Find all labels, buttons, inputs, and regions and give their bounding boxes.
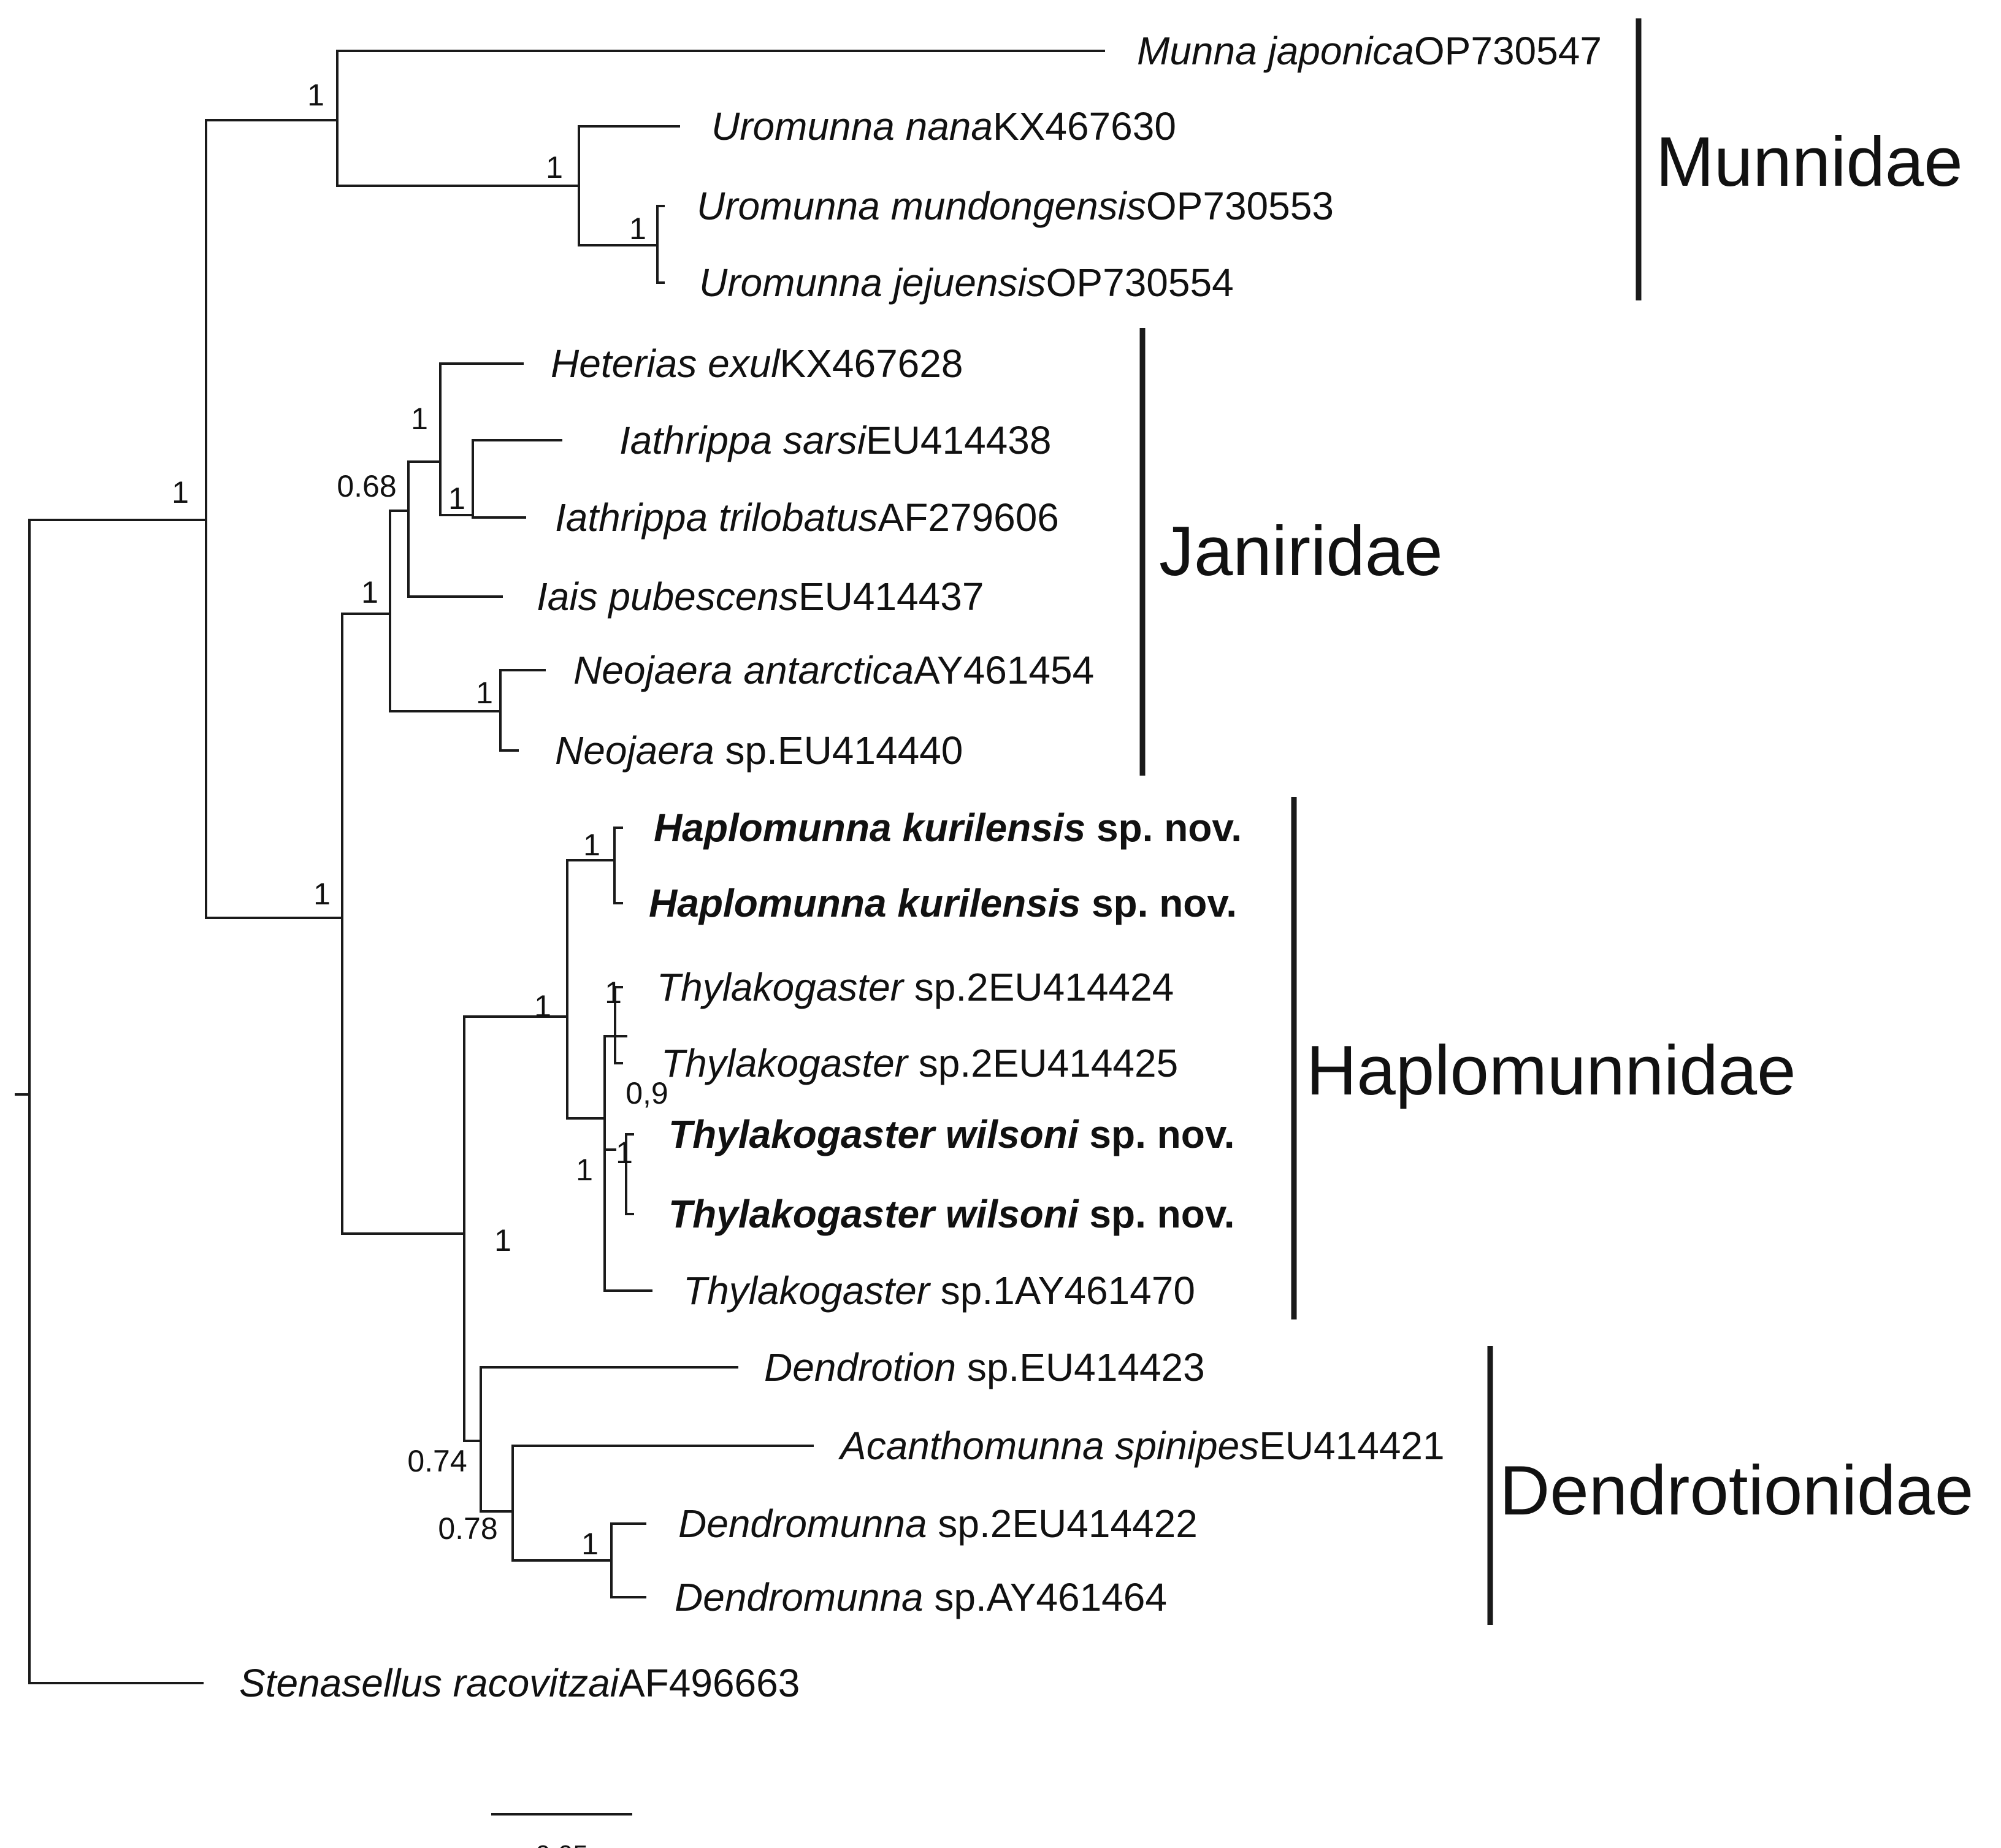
- taxon-species-name: Dendrotion: [764, 1345, 956, 1389]
- scale-bar: 0.05: [491, 1813, 632, 1848]
- taxon-label: Dendromunna sp.2EU414422: [678, 1502, 1198, 1546]
- taxon-species-name: Neojaera: [555, 728, 714, 773]
- taxon-accession: OP730553: [1146, 184, 1334, 228]
- scale-bar-label: 0.05: [535, 1840, 588, 1848]
- support-value: 1: [361, 575, 378, 609]
- taxon-species-name: Thylakogaster: [661, 1041, 909, 1085]
- taxon-accession: EU414421: [1259, 1424, 1444, 1468]
- taxon-label: Uromunna jejuensisOP730554: [699, 261, 1234, 305]
- taxon-label: Haplomunna kurilensis sp. nov.: [649, 881, 1237, 925]
- taxon-species-name: Thylakogaster wilsoni: [668, 1112, 1079, 1156]
- taxon-species-name: Iathrippa sarsi: [619, 418, 867, 462]
- support-value: 1: [534, 989, 551, 1023]
- taxon-label: Uromunna mundongensisOP730553: [697, 184, 1334, 228]
- taxon-label: Haplomunna kurilensis sp. nov.: [654, 806, 1242, 850]
- taxon-label: Neojaera antarcticaAY461454: [573, 648, 1094, 692]
- taxon-label: Heterias exulKX467628: [551, 342, 963, 386]
- clade-label: Dendrotionidae: [1499, 1452, 1973, 1530]
- taxon-label: Munna japonicaOP730547: [1137, 29, 1602, 73]
- taxon-accession: sp.1AY461470: [930, 1269, 1195, 1313]
- clade-brackets: MunnidaeJaniridaeHaplomunnidaeDendrotion…: [1139, 18, 1973, 1625]
- support-value: 1: [583, 828, 600, 862]
- taxon-species-name: Uromunna jejuensis: [699, 261, 1046, 305]
- taxon-accession: sp. nov.: [1085, 806, 1242, 850]
- taxon-species-name: Stenasellus racovitzai: [239, 1661, 620, 1705]
- taxon-label: Dendromunna sp.AY461464: [675, 1575, 1167, 1619]
- taxon-accession: sp.2EU414424: [903, 965, 1174, 1009]
- taxon-species-name: Heterias exul: [551, 342, 781, 386]
- taxon-accession: sp.2EU414422: [927, 1502, 1198, 1546]
- taxon-accession: OP730547: [1414, 29, 1602, 73]
- taxon-label: Iais pubescensEU414437: [537, 575, 984, 619]
- taxon-accession: AF279606: [878, 495, 1059, 540]
- support-value: 0.68: [337, 469, 396, 503]
- taxon-species-name: Dendromunna: [678, 1502, 927, 1546]
- taxon-accession: sp. nov.: [1079, 1112, 1235, 1156]
- support-value: 1: [494, 1223, 511, 1258]
- support-value: 1: [307, 78, 324, 112]
- support-value: 1: [629, 212, 646, 246]
- taxon-label: Stenasellus racovitzaiAF496663: [239, 1661, 800, 1705]
- taxon-species-name: Munna japonica: [1137, 29, 1414, 73]
- taxon-species-name: Thylakogaster wilsoni: [668, 1192, 1079, 1236]
- support-value: 0.74: [407, 1444, 467, 1478]
- taxon-accession: OP730554: [1046, 261, 1234, 305]
- taxon-accession: AY461454: [914, 648, 1094, 692]
- taxon-label: Thylakogaster sp.2EU414424: [657, 965, 1174, 1009]
- taxon-accession: sp. nov.: [1081, 881, 1237, 925]
- taxon-species-name: Acanthomunna spinipes: [838, 1424, 1259, 1468]
- taxon-species-name: Haplomunna kurilensis: [654, 806, 1085, 850]
- clade-label: Haplomunnidae: [1306, 1032, 1796, 1110]
- taxon-label: Iathrippa sarsiEU414438: [619, 418, 1051, 462]
- taxon-species-name: Thylakogaster: [683, 1269, 932, 1313]
- taxon-label: Thylakogaster sp.2EU414425: [661, 1041, 1178, 1085]
- support-value: 1: [576, 1153, 593, 1187]
- support-value: 1: [172, 475, 189, 510]
- taxon-label: Acanthomunna spinipesEU414421: [838, 1424, 1445, 1468]
- taxon-accession: AF496663: [619, 1661, 800, 1705]
- taxon-accession: sp.EU414440: [714, 728, 963, 773]
- taxon-accession: EU414437: [798, 575, 984, 619]
- taxon-species-name: Uromunna mundongensis: [697, 184, 1146, 228]
- taxon-label: Neojaera sp.EU414440: [555, 728, 963, 773]
- support-value: 0,9: [626, 1076, 668, 1110]
- support-value: 1: [581, 1527, 599, 1561]
- clade-label: Munnidae: [1656, 123, 1963, 201]
- taxon-label: Dendrotion sp.EU414423: [764, 1345, 1205, 1389]
- taxon-species-name: Iais pubescens: [537, 575, 798, 619]
- taxon-accession: KX467628: [780, 342, 963, 386]
- taxon-label: Thylakogaster wilsoni sp. nov.: [668, 1192, 1234, 1236]
- taxon-species-name: Thylakogaster: [657, 965, 905, 1009]
- taxon-species-name: Haplomunna kurilensis: [649, 881, 1081, 925]
- taxon-accession: sp. nov.: [1079, 1192, 1235, 1236]
- taxon-accession: sp.AY461464: [924, 1575, 1167, 1619]
- taxon-species-name: Iathrippa trilobatus: [555, 495, 878, 540]
- taxon-accession: KX467630: [993, 104, 1176, 148]
- support-value: 1: [448, 481, 465, 516]
- tree-branches: [15, 50, 1105, 1684]
- support-value: 1: [411, 402, 428, 436]
- taxon-label: Uromunna nanaKX467630: [711, 104, 1176, 148]
- clade-label: Janiridae: [1159, 513, 1443, 590]
- taxon-label: Thylakogaster sp.1AY461470: [683, 1269, 1195, 1313]
- taxon-accession: sp.2EU414425: [908, 1041, 1178, 1085]
- support-value: 1: [476, 676, 493, 710]
- taxon-label: Iathrippa trilobatusAF279606: [555, 495, 1059, 540]
- taxon-accession: sp.EU414423: [956, 1345, 1205, 1389]
- support-value: 1: [605, 976, 622, 1010]
- taxon-species-name: Dendromunna: [675, 1575, 924, 1619]
- support-value: 0.78: [438, 1511, 497, 1546]
- support-value: 1: [616, 1136, 633, 1170]
- taxon-species-name: Neojaera antarctica: [573, 648, 914, 692]
- taxon-species-name: Uromunna nana: [711, 104, 993, 148]
- taxon-accession: EU414438: [866, 418, 1051, 462]
- support-value: 1: [546, 150, 563, 185]
- support-value: 1: [313, 877, 331, 911]
- taxon-label: Thylakogaster wilsoni sp. nov.: [668, 1112, 1234, 1156]
